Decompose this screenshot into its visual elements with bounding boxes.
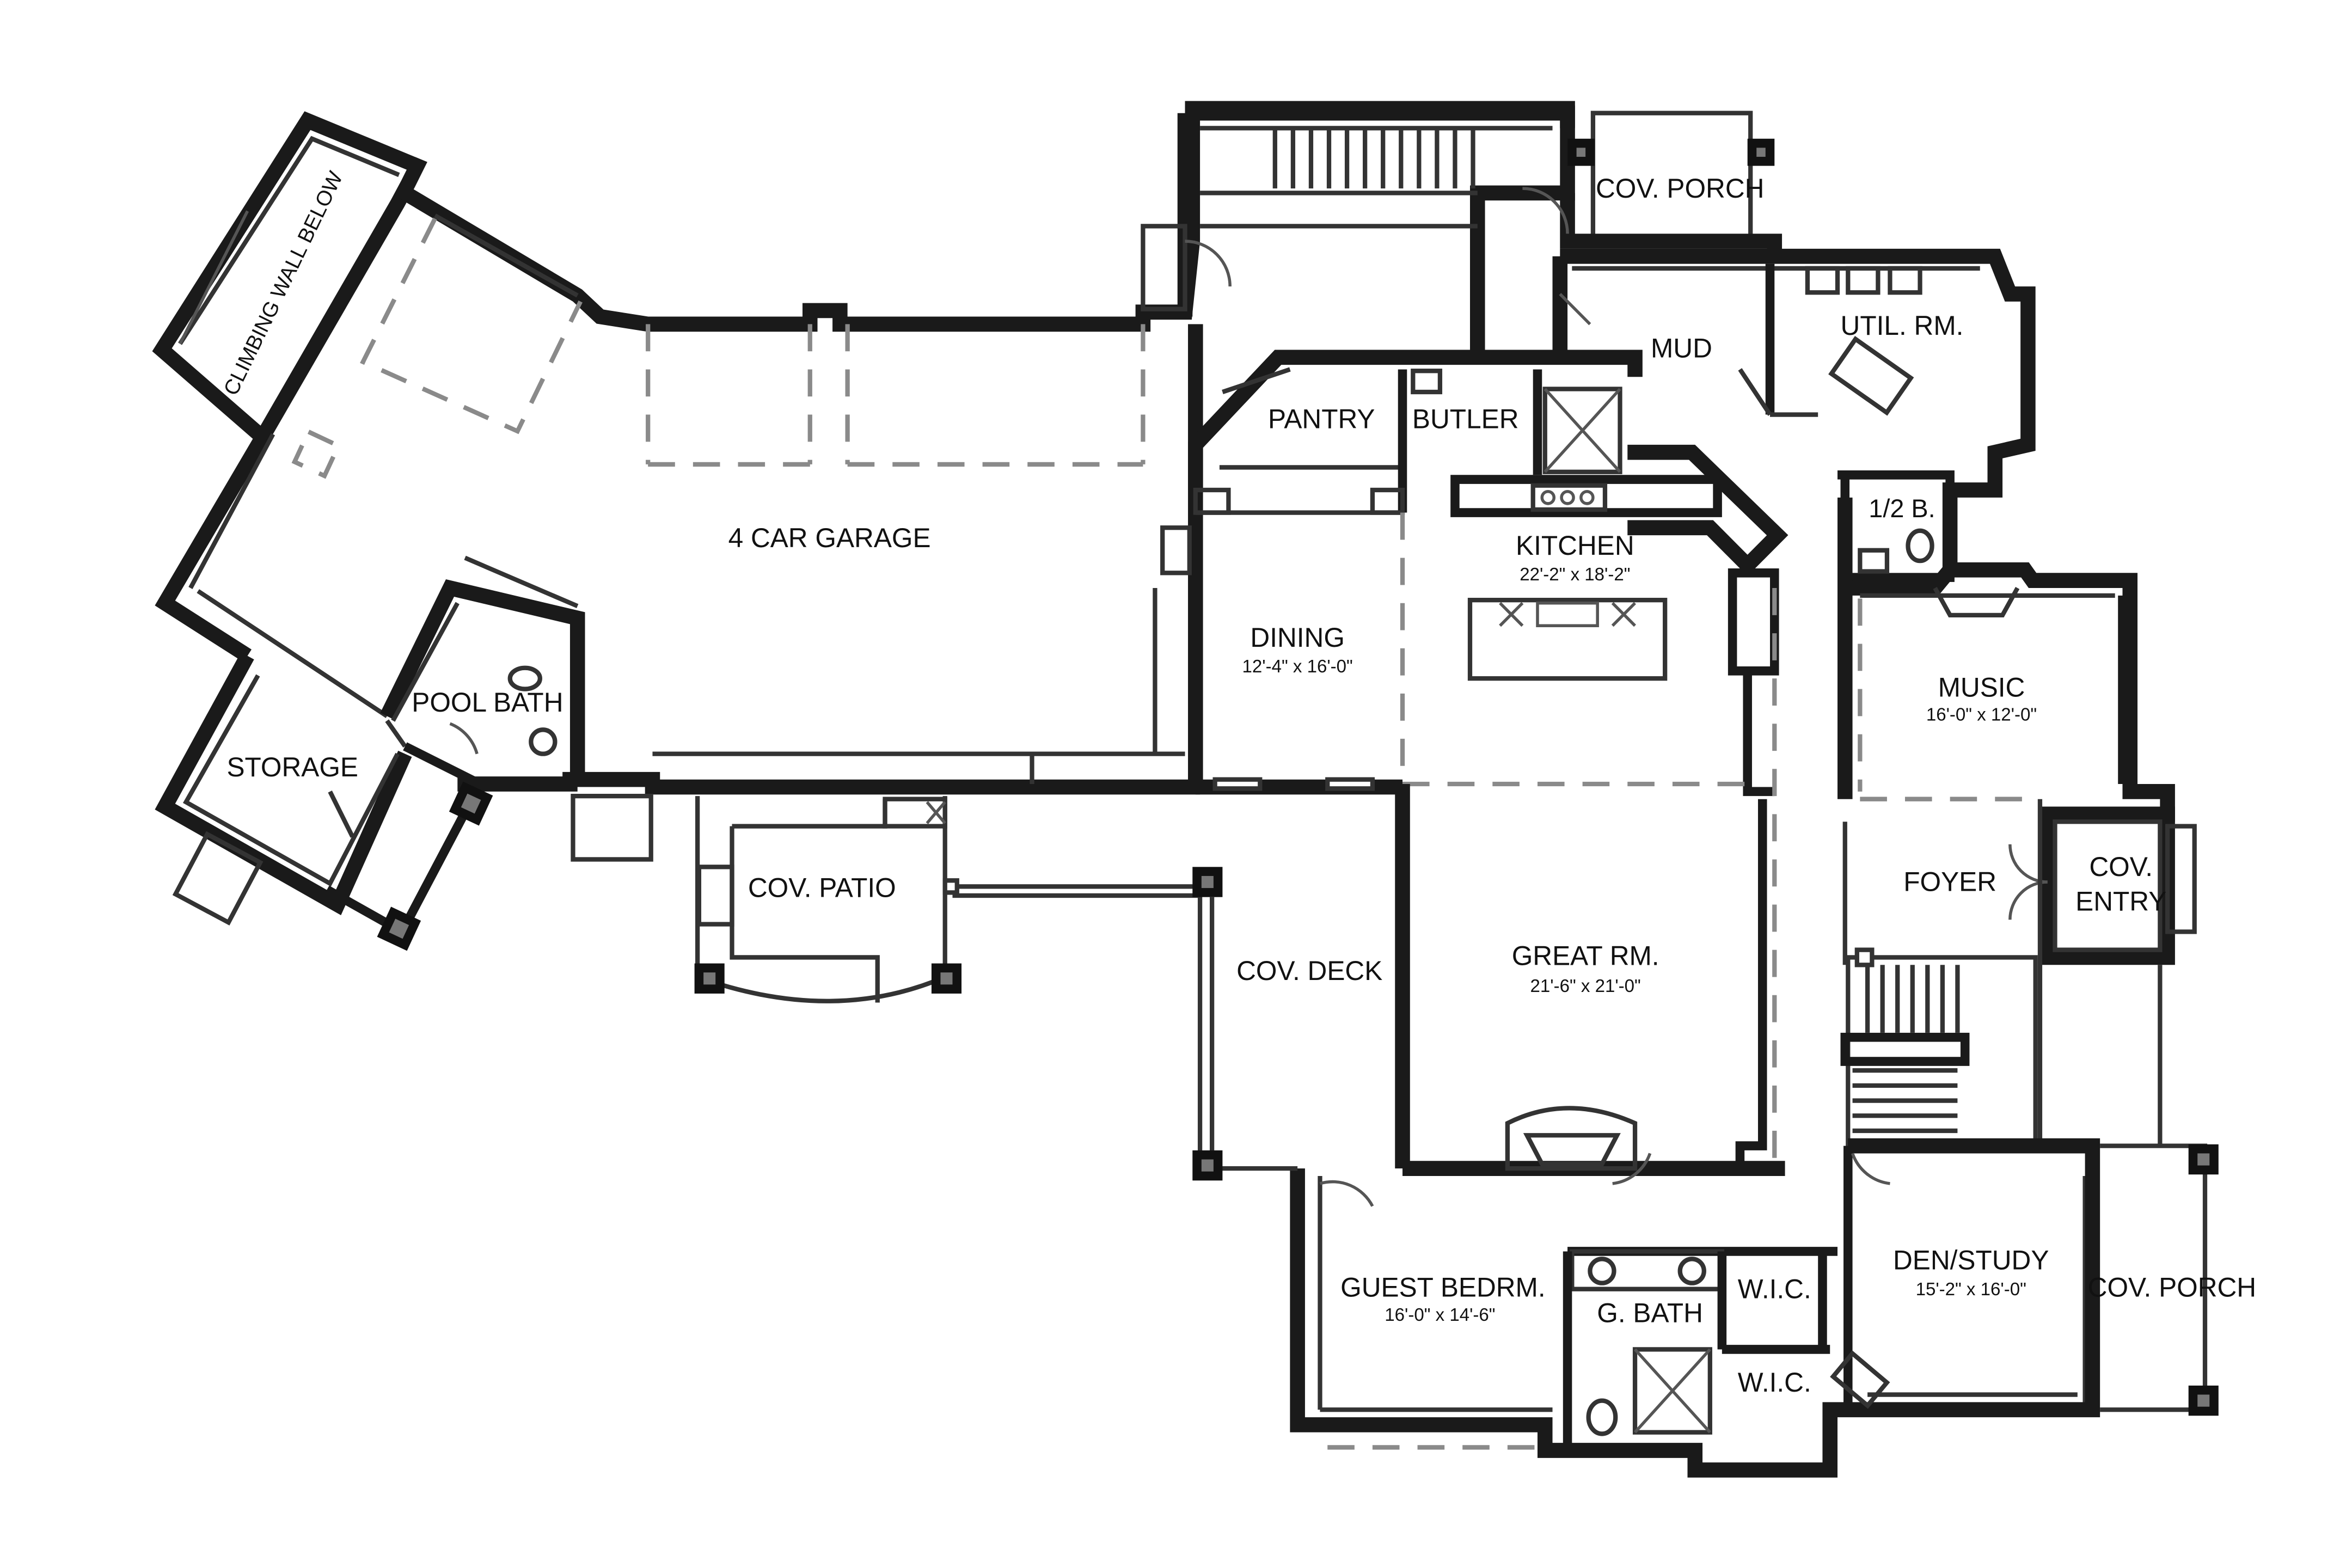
label-den-study: DEN/STUDY bbox=[1893, 1245, 2049, 1276]
label-wic-1: W.I.C. bbox=[1738, 1273, 1811, 1304]
cov-patio-outline bbox=[571, 794, 1200, 1003]
label-g-bath: G. BATH bbox=[1597, 1298, 1703, 1328]
label-mud: MUD bbox=[1651, 333, 1712, 363]
label-pool-bath: POOL BATH bbox=[412, 687, 563, 718]
label-half-bath: 1/2 B. bbox=[1869, 494, 1935, 523]
label-dining: DINING bbox=[1250, 622, 1345, 653]
room-labels: CLIMBING WALL BELOW 4 CAR GARAGE POOL BA… bbox=[219, 168, 2256, 1398]
label-cov-entry-2: ENTRY bbox=[2075, 886, 2166, 917]
pool-bath-storage-walls bbox=[155, 555, 585, 938]
structural-posts bbox=[377, 781, 2219, 1416]
dim-great-rm: 21'-6" x 21'-0" bbox=[1530, 976, 1641, 996]
label-garage: 4 CAR GARAGE bbox=[728, 523, 931, 553]
dim-den-study: 15'-2" x 16'-0" bbox=[1916, 1279, 2026, 1300]
dim-music: 16'-0" x 12'-0" bbox=[1926, 705, 2037, 725]
dim-kitchen: 22'-2" x 18'-2" bbox=[1520, 565, 1630, 585]
label-util: UTIL. RM. bbox=[1841, 310, 1964, 341]
dim-dining: 12'-4" x 16'-0" bbox=[1242, 657, 1353, 677]
label-wic-2: W.I.C. bbox=[1738, 1367, 1811, 1398]
label-cov-entry-1: COV. bbox=[2089, 852, 2153, 882]
label-cov-patio: COV. PATIO bbox=[748, 873, 896, 903]
label-great-rm: GREAT RM. bbox=[1512, 940, 1659, 971]
label-butler: BUTLER bbox=[1412, 403, 1519, 434]
label-climbing-wall: CLIMBING WALL BELOW bbox=[219, 168, 348, 399]
label-cov-deck: COV. DECK bbox=[1236, 955, 1382, 986]
label-kitchen: KITCHEN bbox=[1516, 530, 1634, 561]
garage-wing-walls bbox=[152, 101, 1575, 795]
label-pantry: PANTRY bbox=[1268, 403, 1375, 434]
dim-guest-bedrm: 16'-0" x 14'-6" bbox=[1385, 1305, 1495, 1325]
label-guest-bedrm: GUEST BEDRM. bbox=[1340, 1272, 1545, 1302]
main-house-walls bbox=[1141, 105, 2208, 1478]
label-cov-porch-right: COV. PORCH bbox=[2088, 1272, 2256, 1302]
label-storage: STORAGE bbox=[226, 752, 358, 782]
label-music: MUSIC bbox=[1938, 672, 2025, 702]
label-cov-porch-top: COV. PORCH bbox=[1596, 173, 1764, 204]
label-foyer: FOYER bbox=[1903, 867, 1996, 897]
